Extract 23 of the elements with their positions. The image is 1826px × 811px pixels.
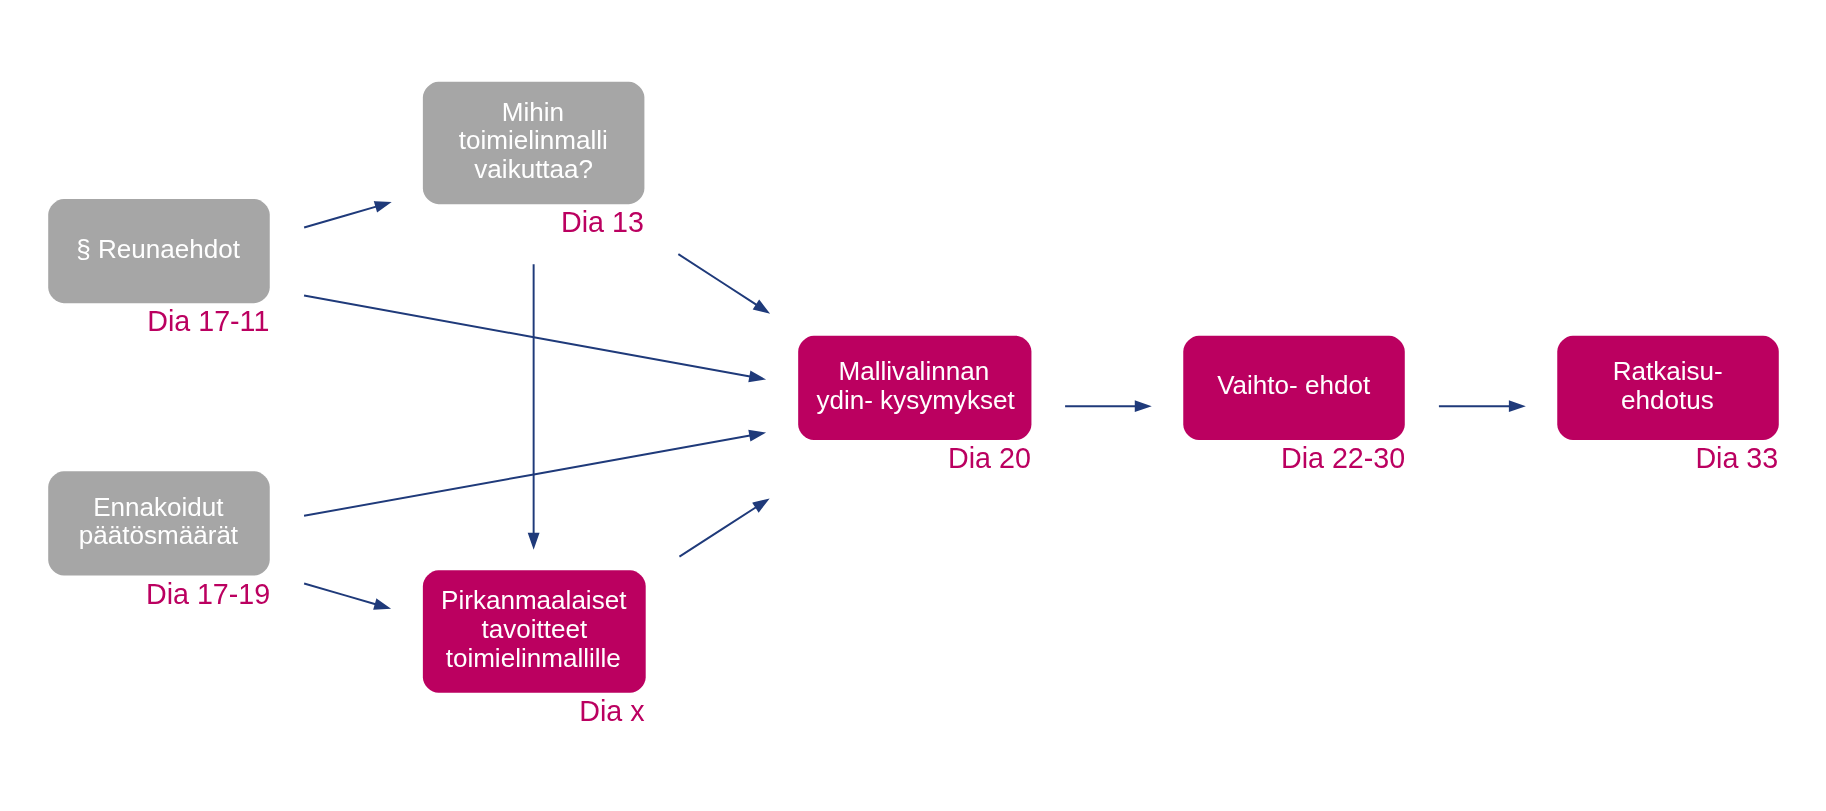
arrow bbox=[677, 498, 770, 558]
node-label: Dia 13 bbox=[560, 206, 644, 239]
node-label: Dia 17-19 bbox=[145, 577, 270, 610]
arrow bbox=[1063, 400, 1152, 413]
node-label: Dia 20 bbox=[947, 442, 1031, 475]
arrow bbox=[302, 294, 766, 383]
arrow bbox=[527, 263, 540, 550]
arrow bbox=[676, 253, 770, 314]
node-label: Dia x bbox=[578, 694, 645, 727]
arrow bbox=[302, 201, 392, 229]
node-box: § Reunaehdot bbox=[47, 198, 270, 304]
node-box: Mihin toimielinmalli vaikuttaa? bbox=[422, 81, 644, 205]
node-box: Ratkaisu- ehdotus bbox=[1556, 335, 1779, 441]
arrow bbox=[1437, 400, 1526, 413]
arrow bbox=[302, 429, 766, 517]
node-label: Dia 22-30 bbox=[1280, 442, 1405, 475]
node-box: Vaihto- ehdot bbox=[1182, 335, 1405, 441]
node-label: Dia 17-11 bbox=[146, 305, 269, 338]
node-box: Ennakoidut päätösmäärät bbox=[47, 471, 270, 576]
arrow bbox=[302, 582, 391, 610]
node-box: Pirkanmaalaiset tavoitteet toimielinmallille bbox=[422, 570, 646, 693]
node-box: Mallivalinnan ydin- kysymykset bbox=[797, 335, 1031, 441]
node-label: Dia 33 bbox=[1694, 442, 1778, 475]
